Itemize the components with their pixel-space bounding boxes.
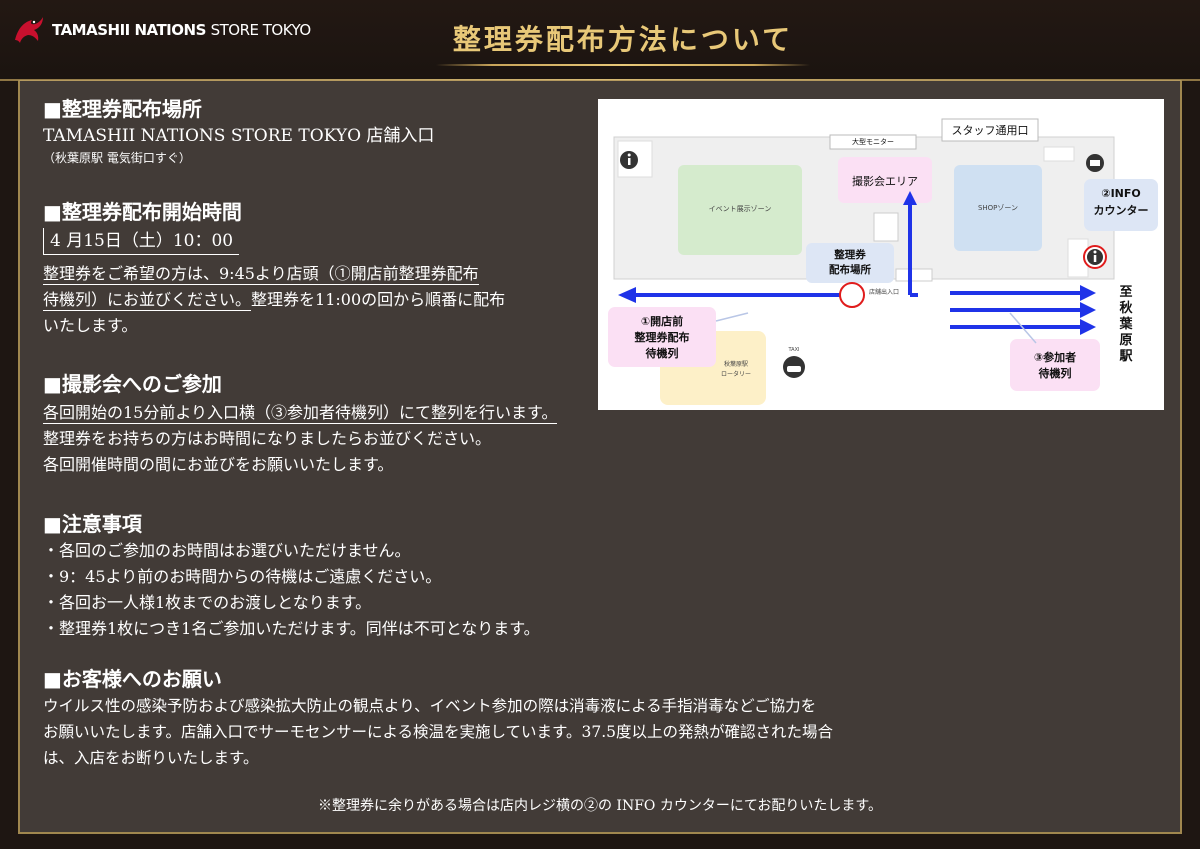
photo-area-arrow bbox=[903, 191, 918, 297]
place-note: （秋葉原駅 電気街口すぐ） bbox=[43, 151, 191, 165]
logo[interactable]: TAMASHII NATIONS STORE TOKYO bbox=[12, 14, 311, 46]
section-heading: ■撮影会へのご参加 bbox=[43, 372, 222, 396]
map-drawing bbox=[608, 118, 1158, 405]
section-heading: ■お客様へのお願い bbox=[43, 667, 222, 691]
title-underline bbox=[436, 64, 810, 66]
start-line2b: 整理券を11:00の回から順番に配布 bbox=[251, 290, 506, 309]
taxi-label: TAXI bbox=[788, 347, 800, 353]
section-shoot: ■撮影会へのご参加 各回開始の15分前より入口横（③参加者待機列）にて整列を行い… bbox=[43, 370, 558, 478]
section-place: ■整理券配布場所 TAMASHII NATIONS STORE TOKYO 店舗… bbox=[43, 95, 434, 167]
callout-line bbox=[715, 312, 749, 322]
shoot-line3: 各回開催時間の間にお並びをお願いいたします。 bbox=[43, 455, 394, 474]
info-counter-label: ②INFO bbox=[1101, 187, 1141, 200]
store-map: スタッフ通用口 大型モニター 撮影会エリア イベント展示ゾーン SHOPゾーン … bbox=[598, 99, 1164, 410]
rotary-label: 秋葉原駅 bbox=[723, 361, 748, 368]
footer-note: ※整理券に余りがある場合は店内レジ横の②の INFO カウンターにてお配りいたし… bbox=[317, 798, 883, 814]
rotary-label-2: ロータリー bbox=[720, 371, 751, 378]
queue1-label: ①開店前 bbox=[640, 315, 684, 328]
ticket-place-box bbox=[806, 243, 894, 283]
callout-line bbox=[1009, 312, 1037, 344]
info-counter-box bbox=[1084, 179, 1158, 231]
ticket-place-label-2: 配布場所 bbox=[829, 264, 871, 276]
dragon-logo-icon bbox=[15, 17, 43, 43]
request-line1: ウイルス性の感染予防および感染拡大防止の観点より、イベント参加の際は消毒液による… bbox=[43, 697, 817, 715]
queue1-box bbox=[608, 307, 716, 367]
queue3-label: ③参加者 bbox=[1033, 351, 1077, 364]
event-zone bbox=[678, 165, 802, 255]
shop-zone bbox=[954, 165, 1042, 251]
page-title: 整理券配布方法について bbox=[452, 23, 794, 56]
queue1-arrow bbox=[618, 287, 840, 303]
taxi-icon bbox=[783, 356, 805, 378]
section-heading: ■整理券配布開始時間 bbox=[43, 200, 242, 224]
staff-entrance-label: スタッフ通用口 bbox=[951, 124, 1029, 137]
queue1-label-2: 整理券配布 bbox=[634, 331, 690, 344]
request-line2: お願いいたします。店舗入口でサーモセンサーによる検温を実施しています。37.5度… bbox=[43, 723, 833, 741]
wall-block bbox=[873, 212, 899, 242]
logo-text: TAMASHII NATIONS STORE TOKYO bbox=[52, 21, 311, 39]
place-line: TAMASHII NATIONS STORE TOKYO 店舗入口 bbox=[43, 126, 435, 146]
start-date: 4 月15日（土）10：00 bbox=[43, 228, 240, 255]
photo-area bbox=[838, 157, 932, 203]
info-icon bbox=[620, 151, 638, 169]
section-start: ■整理券配布開始時間 4 月15日（土）10：00 整理券をご希望の方は、9:4… bbox=[43, 198, 505, 339]
section-heading: ■整理券配布場所 bbox=[43, 97, 202, 121]
store-entrance-label: 店舗出入口 bbox=[868, 289, 899, 296]
queue3-arrows bbox=[950, 285, 1096, 335]
monitor-label: 大型モニター bbox=[852, 138, 894, 146]
shop-zone-label: SHOPゾーン bbox=[977, 204, 1019, 212]
section-request: ■お客様へのお願い ウイルス性の感染予防および感染拡大防止の観点より、イベント参… bbox=[43, 665, 833, 771]
logo-sub: STORE TOKYO bbox=[210, 21, 312, 39]
queue3-label-2: 待機列 bbox=[1038, 367, 1072, 380]
note-item: ・9：45より前のお時間からの待機はご遠慮ください。 bbox=[43, 567, 442, 586]
note-item: ・各回のご参加のお時間はお選びいただけません。 bbox=[43, 541, 411, 560]
note-item: ・整理券1枚につき1名ご参加いただけます。同伴は不可となります。 bbox=[43, 619, 540, 638]
event-zone-label: イベント展示ゾーン bbox=[708, 205, 772, 213]
start-line3: いたします。 bbox=[43, 316, 138, 335]
start-line2a: 待機列）にお並びください。 bbox=[43, 290, 252, 311]
info-counter-icon bbox=[1083, 245, 1107, 269]
header: TAMASHII NATIONS STORE TOKYO 整理券配布方法について bbox=[0, 0, 1200, 80]
shoot-line1: 各回開始の15分前より入口横（③参加者待機列）にて整列を行います。 bbox=[43, 403, 558, 424]
note-item: ・各回お一人様1枚までのお渡しとなります。 bbox=[43, 593, 372, 612]
monitor-box bbox=[829, 134, 917, 150]
section-notes: ■注意事項 ・各回のご参加のお時間はお選びいただけません。 ・9：45より前のお… bbox=[43, 510, 540, 642]
entrance-gap bbox=[895, 268, 933, 282]
queue3-box bbox=[1010, 339, 1100, 391]
shoot-line2: 整理券をお持ちの方はお時間になりましたらお並びください。 bbox=[43, 429, 492, 448]
section-heading: ■注意事項 bbox=[43, 512, 142, 536]
info-counter-label-2: カウンター bbox=[1093, 204, 1149, 217]
start-line1: 整理券をご希望の方は、9:45より店頭（①開店前整理券配布 bbox=[43, 264, 479, 285]
queue1-label-3: 待機列 bbox=[645, 347, 679, 360]
register-icon bbox=[1086, 154, 1104, 172]
entrance-marker bbox=[839, 282, 865, 308]
logo-main: TAMASHII NATIONS bbox=[52, 21, 206, 39]
title-area: 整理券配布方法について bbox=[436, 18, 810, 66]
wall-block bbox=[1043, 146, 1075, 162]
request-line3: は、入店をお断りいたします。 bbox=[43, 749, 259, 767]
ticket-place-label: 整理券 bbox=[834, 249, 866, 261]
photo-area-label: 撮影会エリア bbox=[852, 175, 918, 188]
staff-entrance-box bbox=[941, 118, 1039, 142]
to-station-label: 至 秋葉原駅 bbox=[1119, 285, 1133, 364]
